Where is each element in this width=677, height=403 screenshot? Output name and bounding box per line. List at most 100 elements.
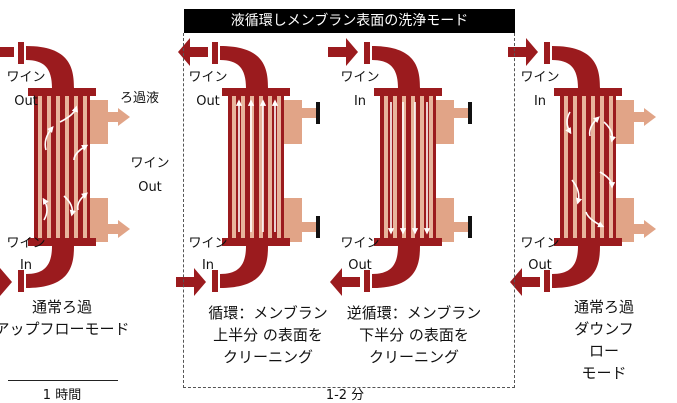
p4-port-top	[616, 100, 634, 144]
p4-top-label-2: In	[533, 94, 547, 109]
p2-top-arrow-out	[178, 38, 208, 66]
p4-bottom-label-2: Out	[528, 258, 552, 273]
p1-membrane-stripe-4	[74, 94, 78, 240]
p4-membrane-stripe-2	[582, 94, 586, 240]
p3-membrane-stripe-0	[384, 94, 388, 240]
cleaning-mode-title: 液循環しメンブラン表面の洗浄モード	[184, 9, 515, 33]
p3-top-label-2: In	[353, 94, 367, 109]
p2-housing-flange-bottom	[222, 238, 290, 246]
p3-flange-top	[468, 102, 472, 124]
p4-bottom-arrow-out	[510, 268, 540, 296]
p4-top-label-1: ワイン	[520, 70, 560, 85]
p2-flange-bottom	[316, 216, 320, 238]
p1-membrane-stripe-2	[56, 94, 60, 240]
p2-membrane-stripe-5	[277, 94, 281, 240]
p2-bottom-pipe-cap	[212, 270, 218, 292]
p2-top-pipe-cap	[212, 42, 218, 64]
p1-top-label-1: ワイン	[6, 70, 46, 85]
p4-flow-arrow-0	[565, 111, 572, 135]
p1-top-pipe	[26, 46, 74, 88]
p2-membrane-stripe-2	[250, 94, 254, 240]
p4-flow-arrow-2	[585, 211, 605, 228]
p1-flow-arrow-4	[63, 195, 76, 217]
p4-top-pipe	[552, 46, 600, 88]
p1-membrane-stripe-5	[83, 94, 87, 240]
p3-housing-flange-bottom	[374, 238, 442, 246]
p3-flange-bottom	[468, 216, 472, 238]
p3-membrane-stripe-4	[420, 94, 424, 240]
p3-stub-top	[452, 108, 470, 118]
p3-caption: 逆循環：メンブラン 下半分 の表面を クリーニング	[346, 304, 482, 366]
p3-bottom-label-2: Out	[348, 258, 372, 273]
p3-membrane-stripe-5	[429, 94, 433, 240]
p3-top-pipe-cap	[364, 42, 370, 64]
p3-stub-bottom	[452, 222, 470, 232]
p2-housing-flange-top	[222, 88, 290, 96]
p2-membrane-stripe-3	[259, 94, 263, 240]
p4-flow-arrow-3	[603, 121, 616, 143]
p4-membrane-housing	[560, 88, 616, 246]
p1-membrane-stripe-3	[65, 94, 69, 240]
p4-top-arrow-in	[508, 38, 538, 66]
p1-top-pipe-cap	[18, 42, 24, 64]
normal-duration-line	[8, 380, 118, 381]
p4-caption: 通常ろ過 ダウンフロー モード	[573, 298, 634, 382]
p2-top-label-2: Out	[196, 94, 220, 109]
p2-stub-bottom	[300, 222, 318, 232]
p3-housing-flange-top	[374, 88, 442, 96]
p1-membrane-stripe-1	[47, 94, 51, 240]
p2-caption: 循環：メンブラン 上半分 の表面を クリーニング	[208, 304, 328, 366]
p1-flow-arrow-2	[59, 105, 79, 123]
p4-outlet-pipe-bottom	[632, 224, 644, 234]
p1-housing-flange-top	[28, 88, 96, 96]
p4-flow-arrow-4	[588, 116, 600, 137]
p2-port-top	[284, 100, 302, 144]
cleaning-duration-label: 1-2 分	[325, 388, 365, 403]
p1-bottom-label-2: In	[19, 258, 33, 273]
p4-bottom-label-1: ワイン	[520, 236, 560, 251]
p1-side-label-2: Out	[138, 180, 162, 195]
p1-outlet-arrow-bottom	[118, 220, 130, 238]
p4-flow-arrow-1	[571, 179, 583, 205]
p4-membrane-stripe-4	[600, 94, 604, 240]
p1-top-arrow-out	[0, 47, 14, 57]
p3-top-pipe	[372, 46, 420, 88]
p4-membrane-stripe-1	[573, 94, 577, 240]
p4-flow-arrow-5	[599, 171, 616, 189]
p4-housing-flange-top	[554, 88, 622, 96]
p4-membrane-stripe-0	[564, 94, 568, 240]
p4-bottom-pipe-cap	[544, 270, 550, 292]
p1-flow-arrow-5	[73, 144, 89, 161]
p3-membrane-stripe-3	[411, 94, 415, 240]
p2-bottom-label-1: ワイン	[188, 236, 228, 251]
p2-bottom-arrow-in	[176, 268, 206, 296]
p4-outlet-arrow-top	[644, 108, 656, 126]
p1-outlet-pipe-top	[106, 112, 118, 122]
p4-membrane-stripe-3	[591, 94, 595, 240]
cleaning-mode-frame	[183, 33, 515, 388]
p3-bottom-arrow-out	[330, 268, 360, 296]
p2-bottom-pipe	[220, 246, 268, 288]
p1-membrane-housing	[34, 88, 90, 246]
p1-outlet-arrow-top	[118, 108, 130, 126]
p2-top-label-1: ワイン	[188, 70, 228, 85]
p4-housing-flange-bottom	[554, 238, 622, 246]
p2-port-bottom	[284, 198, 302, 242]
p3-membrane-stripe-1	[393, 94, 397, 240]
p1-bottom-label-1: ワイン	[6, 236, 46, 251]
p3-top-label-1: ワイン	[340, 70, 380, 85]
p2-stub-top	[300, 108, 318, 118]
p1-flow-arrow-3	[76, 192, 88, 211]
p3-top-arrow-in	[328, 38, 358, 66]
normal-duration-label: 1 時間	[42, 388, 82, 403]
p4-top-pipe-cap	[544, 42, 550, 64]
p1-housing-flange-bottom	[28, 238, 96, 246]
p1-bottom-pipe	[26, 246, 74, 288]
p3-bottom-label-1: ワイン	[340, 236, 380, 251]
p3-bottom-pipe-cap	[364, 270, 370, 292]
p1-caption: 通常ろ過 アップフローモード	[0, 298, 130, 338]
p2-membrane-stripe-1	[241, 94, 245, 240]
p1-outlet-pipe-bottom	[106, 224, 118, 234]
